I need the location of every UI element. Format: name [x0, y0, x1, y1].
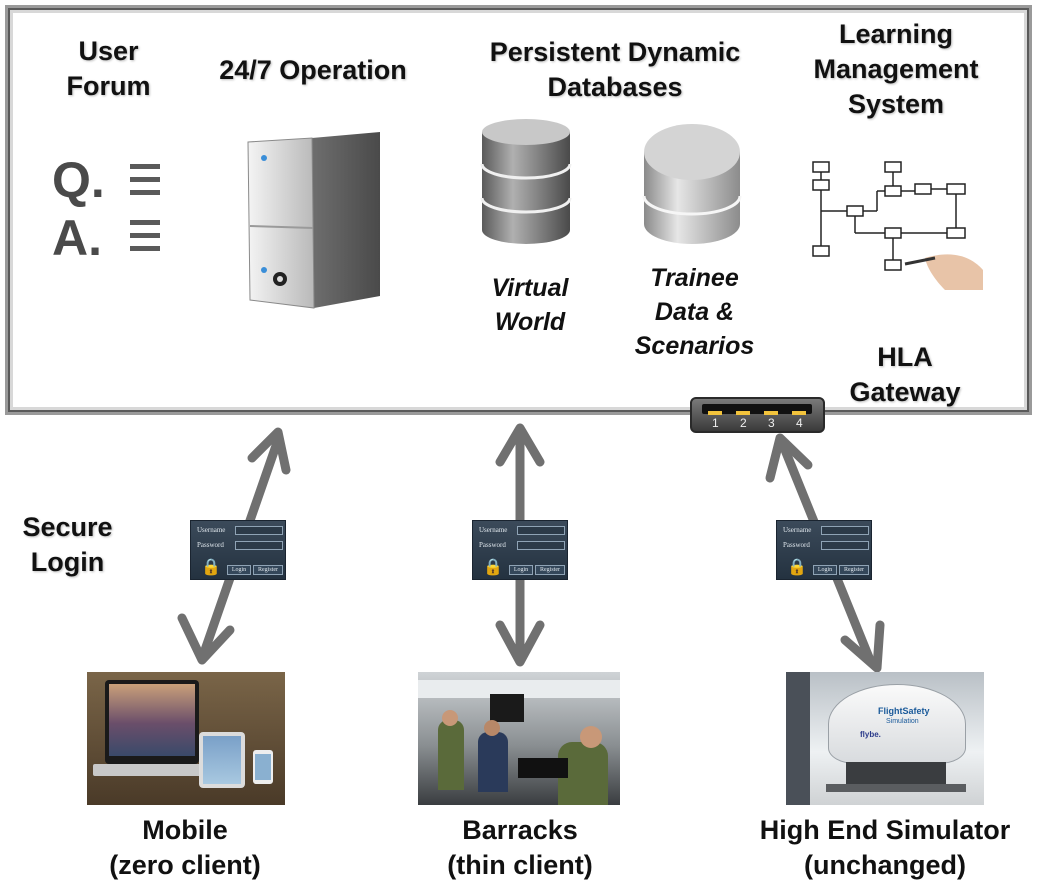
server-icon — [247, 132, 380, 309]
barracks-photo — [418, 672, 620, 805]
list-lines-icon — [130, 164, 160, 251]
login-button[interactable]: Login — [227, 565, 251, 575]
pin-3-label: 3 — [768, 416, 775, 430]
simulator-brand-subtext: Simulation — [886, 718, 919, 725]
password-field[interactable] — [821, 541, 869, 550]
username-field[interactable] — [517, 526, 565, 535]
username-label: Username — [479, 526, 508, 534]
hla-gateway-connector: 1 2 3 4 — [690, 397, 825, 433]
pin-2-label: 2 — [740, 416, 747, 430]
username-label: Username — [783, 526, 812, 534]
register-button[interactable]: Register — [839, 565, 869, 575]
simulator-caption: High End Simulator(unchanged) — [759, 815, 1011, 880]
login-box-simulator[interactable]: Username Password 🔒 Login Register — [776, 520, 872, 580]
register-button[interactable]: Register — [253, 565, 283, 575]
password-label: Password — [479, 541, 506, 549]
simulator-photo: FlightSafety Simulation flybe. — [786, 672, 984, 805]
password-label: Password — [783, 541, 810, 549]
username-label: Username — [197, 526, 226, 534]
qa-icon: Q. A. — [52, 150, 167, 270]
lock-icon: 🔒 — [483, 559, 503, 576]
login-box-mobile[interactable]: Username Password 🔒 Login Register — [190, 520, 286, 580]
lock-icon: 🔒 — [787, 559, 807, 576]
simulator-logo: flybe. — [860, 730, 881, 739]
login-button[interactable]: Login — [509, 565, 533, 575]
password-field[interactable] — [235, 541, 283, 550]
pin-4-label: 4 — [796, 416, 803, 430]
username-field[interactable] — [821, 526, 869, 535]
pin-1-label: 1 — [712, 416, 719, 430]
username-field[interactable] — [235, 526, 283, 535]
barracks-caption: Barracks(thin client) — [447, 815, 593, 880]
operation-label: 24/7 Operation — [219, 55, 407, 85]
flowchart-icon — [812, 161, 983, 290]
password-field[interactable] — [517, 541, 565, 550]
simulator-brand-text: FlightSafety — [878, 706, 930, 716]
platform-frame — [5, 5, 1032, 415]
trainee-database-icon — [642, 124, 742, 244]
password-label: Password — [197, 541, 224, 549]
login-button[interactable]: Login — [813, 565, 837, 575]
register-button[interactable]: Register — [535, 565, 565, 575]
login-box-barracks[interactable]: Username Password 🔒 Login Register — [472, 520, 568, 580]
lock-icon: 🔒 — [201, 559, 221, 576]
mobile-caption: Mobile(zero client) — [109, 815, 261, 880]
virtual-world-database-icon — [480, 119, 572, 244]
mobile-devices-photo — [87, 672, 285, 805]
